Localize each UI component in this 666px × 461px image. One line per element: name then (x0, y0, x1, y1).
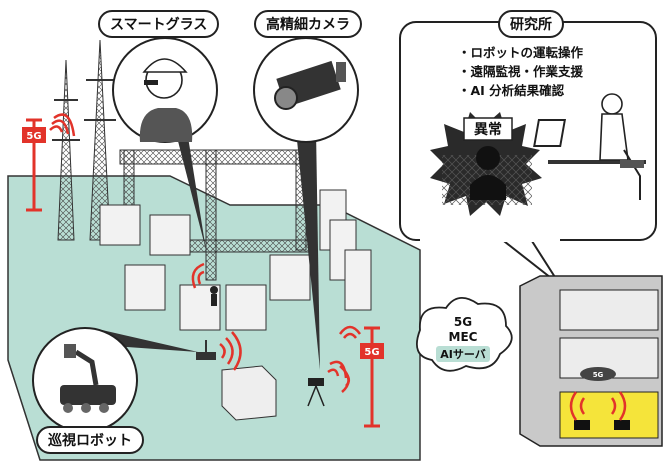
lab-label: 研究所 (498, 10, 564, 38)
mec-cloud: 5G MEC AIサーバ (416, 297, 513, 372)
lab-floor (559, 391, 659, 439)
wifi-signal-icon (191, 262, 205, 289)
lab-item: ・ロボットの運転操作 (458, 45, 584, 60)
callout-smart-glasses (112, 37, 218, 250)
fiveg-pole-right: 5G (360, 326, 384, 428)
lab-item: ・遠隔監視・作業支援 (458, 64, 584, 79)
wifi-signal-icon (219, 331, 242, 371)
fiveg-tower-left: 5G (22, 118, 46, 212)
wifi-signal-icon (338, 325, 362, 393)
anomaly-label: 異常 (474, 121, 502, 138)
callout-camera (253, 37, 359, 370)
robot-icon (60, 344, 116, 413)
cloud-5g-label: 5G (454, 315, 472, 329)
worker-figure (210, 286, 218, 306)
anomaly-burst: 異常 (430, 112, 542, 216)
callout-robot (32, 327, 198, 433)
camera-icon (274, 60, 346, 110)
robot-small (196, 340, 216, 360)
wifi-signal-icon (327, 360, 348, 379)
camera-tripod (307, 378, 325, 407)
operator-figure (533, 93, 646, 200)
lab-item: ・AI 分析結果確認 (458, 83, 565, 98)
transmission-tower-left (52, 59, 80, 241)
camera-label: 高精細カメラ (254, 10, 362, 38)
server-5g-badge: 5G (593, 371, 604, 379)
fence-front (7, 190, 41, 461)
smart-glasses-label: スマートグラス (98, 10, 220, 38)
wifi-signal-icon (569, 391, 627, 421)
research-building: 5G (519, 275, 663, 447)
control-building (221, 365, 277, 421)
cloud-mec-label: MEC (449, 330, 478, 344)
cloud-ai-server-label: AIサーバ (440, 348, 486, 361)
person-icon (139, 108, 193, 142)
tower-5g-badge: 5G (26, 131, 41, 142)
pole-5g-badge: 5G (364, 347, 379, 358)
robot-label: 巡視ロボット (36, 426, 144, 454)
wifi-signal-icon (49, 113, 76, 137)
